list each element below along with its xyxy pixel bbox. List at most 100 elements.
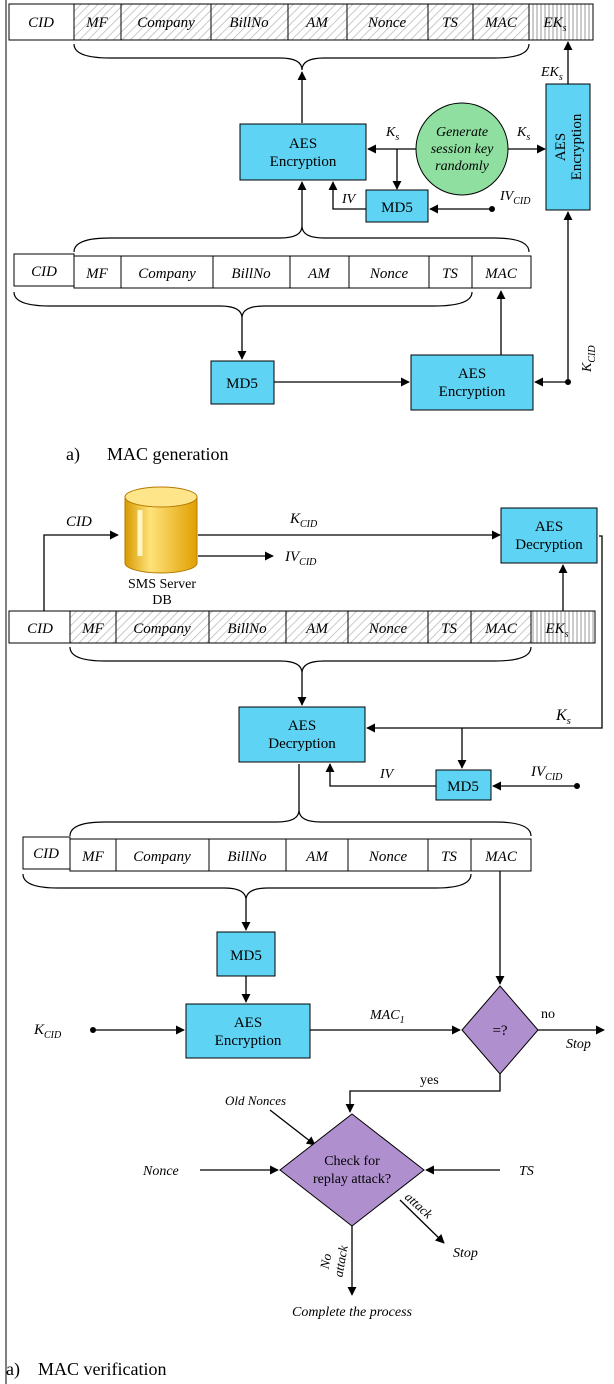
generate-label-3: randomly [435,159,489,174]
aes-dec-center-label-1: AES [288,718,316,734]
aes-encryption-bottom [410,354,534,411]
brace-verify [69,646,532,674]
no-label: no [541,1007,555,1022]
v-field-am: AM [305,621,329,637]
aes-dec-right-label-2: Decryption [515,537,583,553]
record-row-top: CID MF Company BillNo AM Nonce TS MAC EK… [8,3,594,41]
aes-decryption-center [238,706,366,763]
aes-vertical-label-1: AES [553,133,569,161]
generate-label-2: session key [431,142,494,157]
ivcid-label-b: IVCID [284,549,317,568]
mid-field-am: AM [307,266,331,282]
field-ts: TS [442,15,458,31]
md5-final-label: MD5 [230,948,262,964]
ivcid-label: IVCID [499,189,531,207]
section-mac-generation: CID MF Company BillNo AM Nonce TS MAC EK… [8,3,598,465]
field-billno: BillNo [229,15,269,31]
ks-label-right: Ks [516,125,530,143]
arrow-iv-to-aes [328,181,366,210]
d-field-company: Company [133,849,191,865]
field-mac: MAC [484,15,518,31]
v-field-nonce: Nonce [368,621,408,637]
caption-mac-verification: a) MAC verification [6,1359,166,1380]
mid-field-ts: TS [442,266,458,282]
cid-label: CID [66,514,92,530]
md5-top-label: MD5 [381,200,413,216]
record-row-decrypted: CID MF Company BillNo AM Nonce TS MAC [22,836,532,872]
v-field-mac: MAC [484,621,518,637]
aes-encryption-top-label-1: AES [289,136,317,152]
arrow-old-nonces [269,1109,316,1146]
ts-label: TS [519,1164,534,1179]
d-field-billno: BillNo [227,849,267,865]
brace-top [73,43,530,71]
md5-bottom-label: MD5 [226,376,258,392]
md5-bottom [210,360,275,405]
aes-enc-final-label-2: Encryption [215,1033,282,1049]
d-field-mf: MF [81,849,104,865]
old-nonces-label: Old Nonces [225,1093,286,1108]
brace-to-md5 [22,873,472,901]
mid-field-company: Company [138,266,196,282]
d-field-nonce: Nonce [368,849,408,865]
d-field-am: AM [305,849,329,865]
nonce-label: Nonce [142,1164,179,1179]
aes-bottom-label-1: AES [458,366,486,382]
aes-decryption-right [500,507,598,564]
arrow-attack-stop [399,1199,445,1244]
v-field-eks: EKs [544,621,568,640]
md5-verify-label: MD5 [447,779,479,795]
v-field-company: Company [133,621,191,637]
field-cid: CID [28,15,54,31]
no-attack-label-1: No [317,1252,335,1271]
v-field-cid: CID [27,621,53,637]
mid-field-cid: CID [31,264,57,280]
md5-final [216,931,276,977]
iv-label: IV [341,192,357,207]
kcid-dot-b [90,1027,96,1033]
brace-middle [73,225,530,253]
field-mf: MF [85,15,108,31]
complete-label: Complete the process [292,1305,413,1320]
md5-verify [435,769,492,801]
kcid-label: KCID [580,345,598,373]
brace-lower [13,291,473,319]
ks-label-left: Ks [385,125,399,143]
replay-check-label-1: Check for [324,1154,380,1169]
yes-label: yes [420,1073,439,1088]
arrow-yes [345,1074,501,1113]
kcid-label-final: KCID [33,1022,62,1041]
arrow-iv-to-aes-dec [325,763,436,787]
section-mac-verification: CID SMS Server DB KCID IVCID AES Decrypt… [6,486,605,1380]
stop-label-1: Stop [566,1037,591,1052]
aes-enc-final-label-1: AES [234,1015,262,1031]
field-nonce: Nonce [367,15,407,31]
sms-server-db-icon [124,486,198,574]
v-field-mf: MF [81,621,104,637]
arrow-cid-to-db [43,530,119,611]
d-field-mac: MAC [484,849,518,865]
mid-field-mf: MF [85,266,108,282]
aes-bottom-label-2: Encryption [439,384,506,400]
caption-mac-generation: a) MAC generation [66,444,228,465]
ks-label-b: Ks [555,707,571,727]
db-label-1: SMS Server [128,577,196,592]
mid-field-nonce: Nonce [369,266,409,282]
record-row-middle: CID MF Company BillNo AM Nonce TS MAC [13,253,532,289]
aes-encryption-top [239,123,367,181]
replay-attack-check [279,1113,425,1227]
mid-field-mac: MAC [484,266,518,282]
mid-field-billno: BillNo [231,266,271,282]
mac1-label: MAC1 [369,1008,405,1026]
record-row-verify: CID MF Company BillNo AM Nonce TS MAC EK… [8,610,596,644]
field-am: AM [305,15,329,31]
arrow-ks-to-aes-dec [366,535,603,733]
no-attack-label-2: attack [330,1244,350,1278]
aes-dec-center-label-2: Decryption [268,736,336,752]
stop-label-2: Stop [453,1246,478,1261]
generate-label-1: Generate [436,125,488,140]
ivcid-label-b2: IVCID [530,764,563,783]
ivcid-dot-b [574,783,580,789]
